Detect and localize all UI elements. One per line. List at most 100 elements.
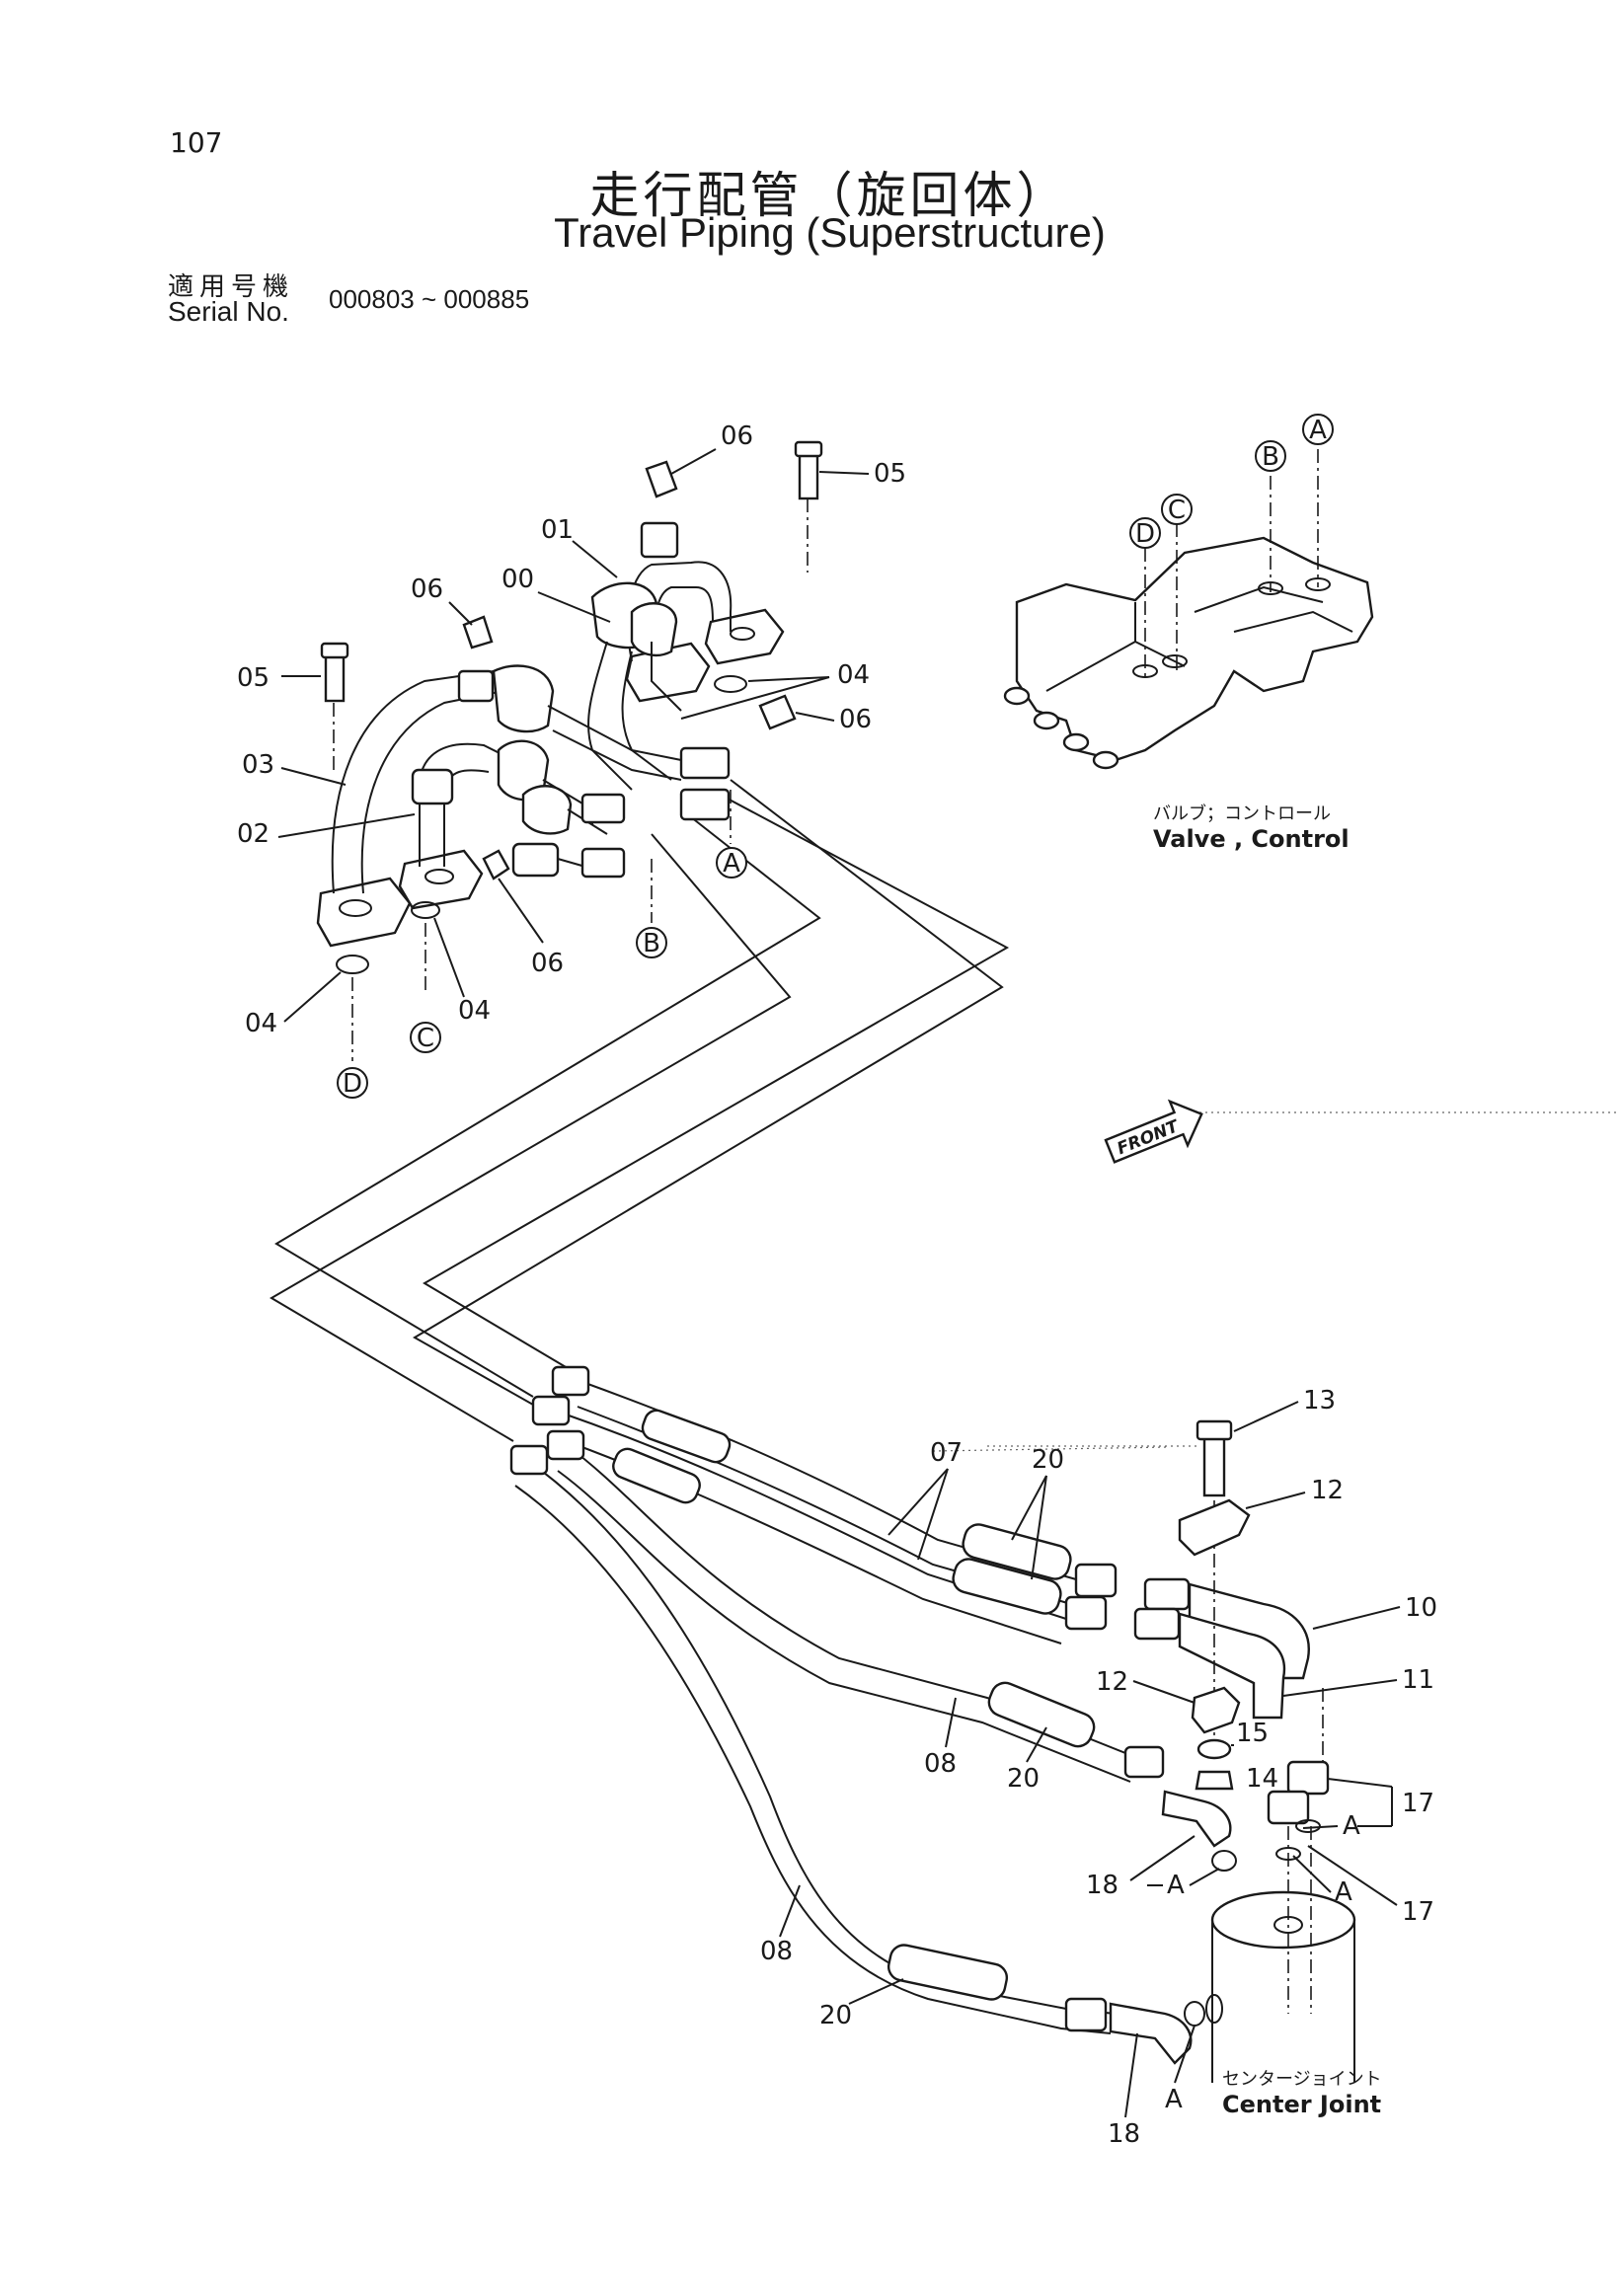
callout-05: 05 (237, 663, 270, 693)
callout-07: 07 (930, 1438, 963, 1468)
elbow-18-upper (1161, 1790, 1232, 1848)
callout-11: 11 (1402, 1665, 1434, 1695)
adapter-1 (1143, 1577, 1191, 1611)
o-ring-04-left (336, 955, 369, 974)
elbow-11 (1178, 1612, 1286, 1720)
upper-callouts: 06 05 01 00 06 05 03 02 04 06 06 04 04 (237, 421, 906, 1038)
routing-lines (270, 779, 1620, 1452)
block-left (457, 669, 495, 703)
nut-14 (1195, 1770, 1234, 1791)
spring-guard-20-4 (887, 1944, 1009, 2001)
page-number: 107 (170, 126, 223, 159)
valve-caption-english: Valve , Control (1153, 825, 1350, 853)
port-d-label: D (343, 1069, 362, 1099)
callout-20: 20 (1032, 1445, 1064, 1475)
front-arrow-icon: FRONT (1104, 1099, 1203, 1164)
callout-a-label: A (1343, 1811, 1360, 1841)
callout-a-label: A (1165, 2085, 1183, 2114)
hose-assembly (509, 1365, 1165, 2034)
valve-port-d-label: D (1135, 519, 1155, 549)
callout-06: 06 (411, 574, 443, 604)
flange-left (316, 877, 412, 948)
plug-06-top (645, 460, 678, 498)
clamp-12-upper (1178, 1498, 1251, 1557)
adapter-2 (1133, 1607, 1181, 1641)
callout-20: 20 (819, 2001, 852, 2030)
flange-upper-left (625, 642, 711, 703)
callout-08: 08 (760, 1937, 793, 1966)
upper-port-markers: A B C D (337, 847, 747, 1099)
spring-guard-20-1 (962, 1523, 1072, 1580)
port-c-label: C (417, 1024, 434, 1053)
callout-14: 14 (1246, 1764, 1278, 1794)
bolt-05-left (324, 650, 346, 703)
spring-guard-20-3 (987, 1681, 1096, 1748)
callout-00: 00 (501, 565, 534, 594)
callout-02: 02 (237, 819, 270, 849)
callout-06: 06 (839, 705, 872, 734)
callout-01: 01 (541, 515, 574, 545)
fitting-a-2 (679, 788, 731, 821)
adapter-17-2 (1267, 1790, 1310, 1825)
callout-06: 06 (531, 949, 564, 978)
callout-a-label: A (1335, 1877, 1352, 1907)
fitting-b-2 (580, 847, 626, 879)
callout-03: 03 (242, 750, 274, 780)
flange-mid (398, 849, 484, 910)
hose-nut-3 (1123, 1745, 1165, 1779)
right-fittings (1109, 1419, 1356, 2083)
port-b-label: B (643, 929, 660, 958)
valve-port-c-label: C (1168, 496, 1186, 525)
flange-upper-right (704, 608, 785, 665)
hose-end-07-2 (531, 1395, 571, 1426)
center-joint-caption-japanese: センタージョイント (1222, 2069, 1382, 2090)
callout-06: 06 (721, 421, 753, 451)
upper-pipe-assembly (316, 440, 823, 1061)
title-japanese: 走行配管（旋回体） (589, 167, 1070, 224)
fitting-a-1 (679, 746, 731, 780)
adapter-17-1 (1286, 1760, 1330, 1796)
center-joint-caption-english: Center Joint (1222, 2091, 1381, 2118)
title-english: Travel Piping (Superstructure) (554, 209, 1106, 256)
callout-05: 05 (874, 459, 906, 489)
callout-12: 12 (1311, 1476, 1344, 1505)
serial-label-japanese: 適用号機 (168, 272, 295, 302)
lower-callouts: 13 12 07 20 10 11 12 15 14 17 A 17 A 18 … (760, 1386, 1437, 2149)
washer-15 (1196, 1738, 1232, 1760)
hose-end-08-2 (509, 1444, 549, 1476)
elbow-lower (521, 785, 573, 835)
callout-15: 15 (1236, 1719, 1269, 1748)
fitting-b-1 (580, 793, 626, 824)
hose-nut-4 (1064, 1997, 1108, 2032)
callout-13: 13 (1303, 1386, 1336, 1416)
control-valve: A B C D バルブ；コントロール Valve , Control (1003, 414, 1374, 853)
serial-label-english: Serial No. (168, 296, 289, 327)
callout-a-label: A (1167, 1871, 1185, 1900)
port-a-label: A (723, 849, 740, 879)
hose-nut-1 (1074, 1563, 1118, 1598)
callout-12: 12 (1096, 1667, 1128, 1697)
callout-17: 17 (1402, 1789, 1434, 1818)
bolt-13 (1202, 1434, 1226, 1497)
elbow-18-lower (1109, 2002, 1193, 2065)
valve-port-b-label: B (1262, 442, 1279, 472)
callout-04: 04 (458, 996, 491, 1026)
serial-range: 000803 ~ 000885 (329, 284, 530, 314)
hose-nut-2 (1064, 1595, 1108, 1631)
callout-04: 04 (837, 660, 870, 690)
spring-guard-20-2 (952, 1558, 1062, 1615)
callout-17: 17 (1402, 1897, 1434, 1927)
callout-04: 04 (245, 1009, 277, 1038)
callout-08: 08 (924, 1749, 957, 1779)
callout-18: 18 (1086, 1871, 1119, 1900)
plug-06-lower (482, 849, 510, 880)
tee-fitting (511, 842, 560, 878)
callout-18: 18 (1108, 2119, 1140, 2149)
clamp-12-lower (1191, 1686, 1241, 1734)
o-ring-04-right (714, 675, 747, 693)
o-ring-04-mid (411, 901, 440, 919)
callout-20: 20 (1007, 1764, 1040, 1794)
elbow-00 (630, 602, 678, 656)
callout-10: 10 (1405, 1593, 1437, 1623)
